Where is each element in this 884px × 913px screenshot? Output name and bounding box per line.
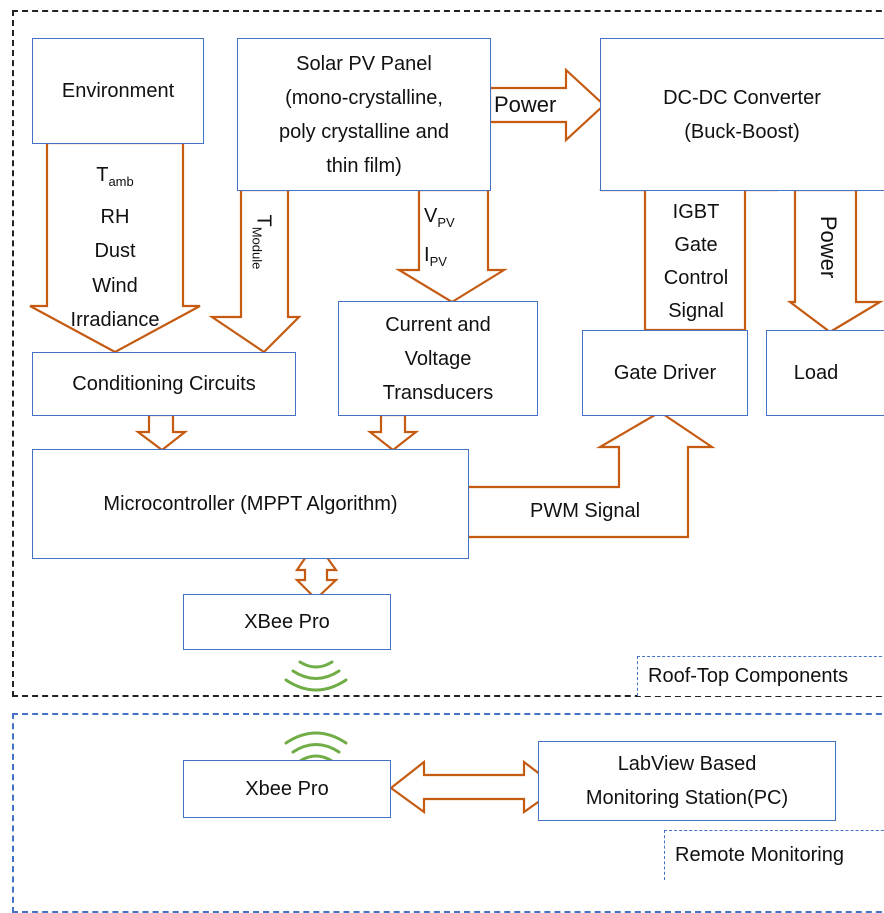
t-amb-t: T	[96, 164, 109, 186]
remote-monitoring-label: Remote Monitoring	[664, 830, 884, 880]
ipv-i: I	[424, 244, 430, 266]
xbee-remote-label: Xbee Pro	[245, 778, 329, 800]
irradiance-label: Irradiance	[70, 309, 160, 331]
igbt-line-2: Gate	[674, 234, 718, 256]
labview-line-1: LabView Based	[617, 753, 757, 775]
igbt-label: IGBT Gate Control Signal	[650, 196, 742, 328]
vpv-v: V	[424, 205, 438, 227]
t-module-sub: Module	[249, 226, 265, 270]
load-box: Load	[766, 330, 884, 416]
vpv-label: VPV	[424, 200, 484, 239]
rooftop-zone	[12, 10, 884, 697]
gate-driver-label: Gate Driver	[613, 362, 717, 384]
rooftop-label-text: Roof-Top Components	[648, 665, 849, 687]
power-top-label: Power	[494, 92, 566, 118]
vpv-sub: PV	[437, 215, 455, 230]
transducer-line-1: Current and	[385, 313, 491, 336]
solar-line-4: thin film)	[326, 154, 402, 177]
vpv-ipv-label: VPV IPV	[424, 200, 484, 278]
xbee-pro-remote-box: Xbee Pro	[183, 760, 391, 818]
ipv-sub: PV	[429, 254, 447, 269]
transducer-line-3: Transducers	[382, 381, 494, 404]
solar-line-2: (mono-crystalline,	[285, 86, 443, 109]
xbee-roof-label: XBee Pro	[244, 611, 330, 633]
wind-label: Wind	[92, 274, 138, 297]
dust-label: Dust	[94, 240, 136, 262]
conditioning-circuits-box: Conditioning Circuits	[32, 352, 296, 416]
transducers-box: Current and Voltage Transducers	[338, 301, 538, 416]
t-amb-sub: amb	[108, 174, 134, 189]
solar-pv-panel-box: Solar PV Panel (mono-crystalline, poly c…	[237, 38, 491, 191]
igbt-line-4: Signal	[668, 300, 724, 322]
labview-station-box: LabView Based Monitoring Station(PC)	[538, 741, 836, 821]
power-load-text: Power	[816, 215, 841, 279]
igbt-line-3: Control	[663, 267, 729, 289]
t-module-label: TModule	[250, 215, 275, 315]
power-load-label: Power	[815, 207, 841, 287]
dcdc-line-1: DC-DC Converter	[663, 86, 821, 109]
solar-line-1: Solar PV Panel	[296, 52, 432, 75]
rh-label: RH	[100, 205, 130, 228]
conditioning-label: Conditioning Circuits	[72, 373, 256, 395]
pwm-text: PWM Signal	[529, 500, 641, 522]
microcontroller-box: Microcontroller (MPPT Algorithm)	[32, 449, 469, 559]
solar-line-3: poly crystalline and	[278, 120, 450, 143]
dc-dc-converter-box: DC-DC Converter (Buck-Boost)	[600, 38, 884, 191]
igbt-line-1: IGBT	[672, 201, 720, 223]
environment-box: Environment	[32, 38, 204, 144]
environment-params-label: Tamb RH Dust Wind Irradiance	[50, 158, 180, 338]
t-amb-label: Tamb	[50, 158, 180, 200]
transducer-line-2: Voltage	[404, 347, 472, 370]
xbee-pro-roof-box: XBee Pro	[183, 594, 391, 650]
power-top-text: Power	[494, 92, 557, 117]
gate-driver-box: Gate Driver	[582, 330, 748, 416]
load-label: Load	[793, 362, 839, 384]
ipv-label: IPV	[424, 239, 484, 278]
microcontroller-label: Microcontroller (MPPT Algorithm)	[103, 493, 398, 515]
remote-label-text: Remote Monitoring	[675, 844, 844, 866]
environment-label: Environment	[61, 80, 175, 102]
rooftop-components-label: Roof-Top Components	[637, 656, 884, 696]
dcdc-line-2: (Buck-Boost)	[684, 120, 800, 143]
t-module-t: T	[252, 214, 275, 227]
pwm-signal-label: PWM Signal	[490, 500, 680, 523]
labview-line-2: Monitoring Station(PC)	[585, 787, 789, 809]
